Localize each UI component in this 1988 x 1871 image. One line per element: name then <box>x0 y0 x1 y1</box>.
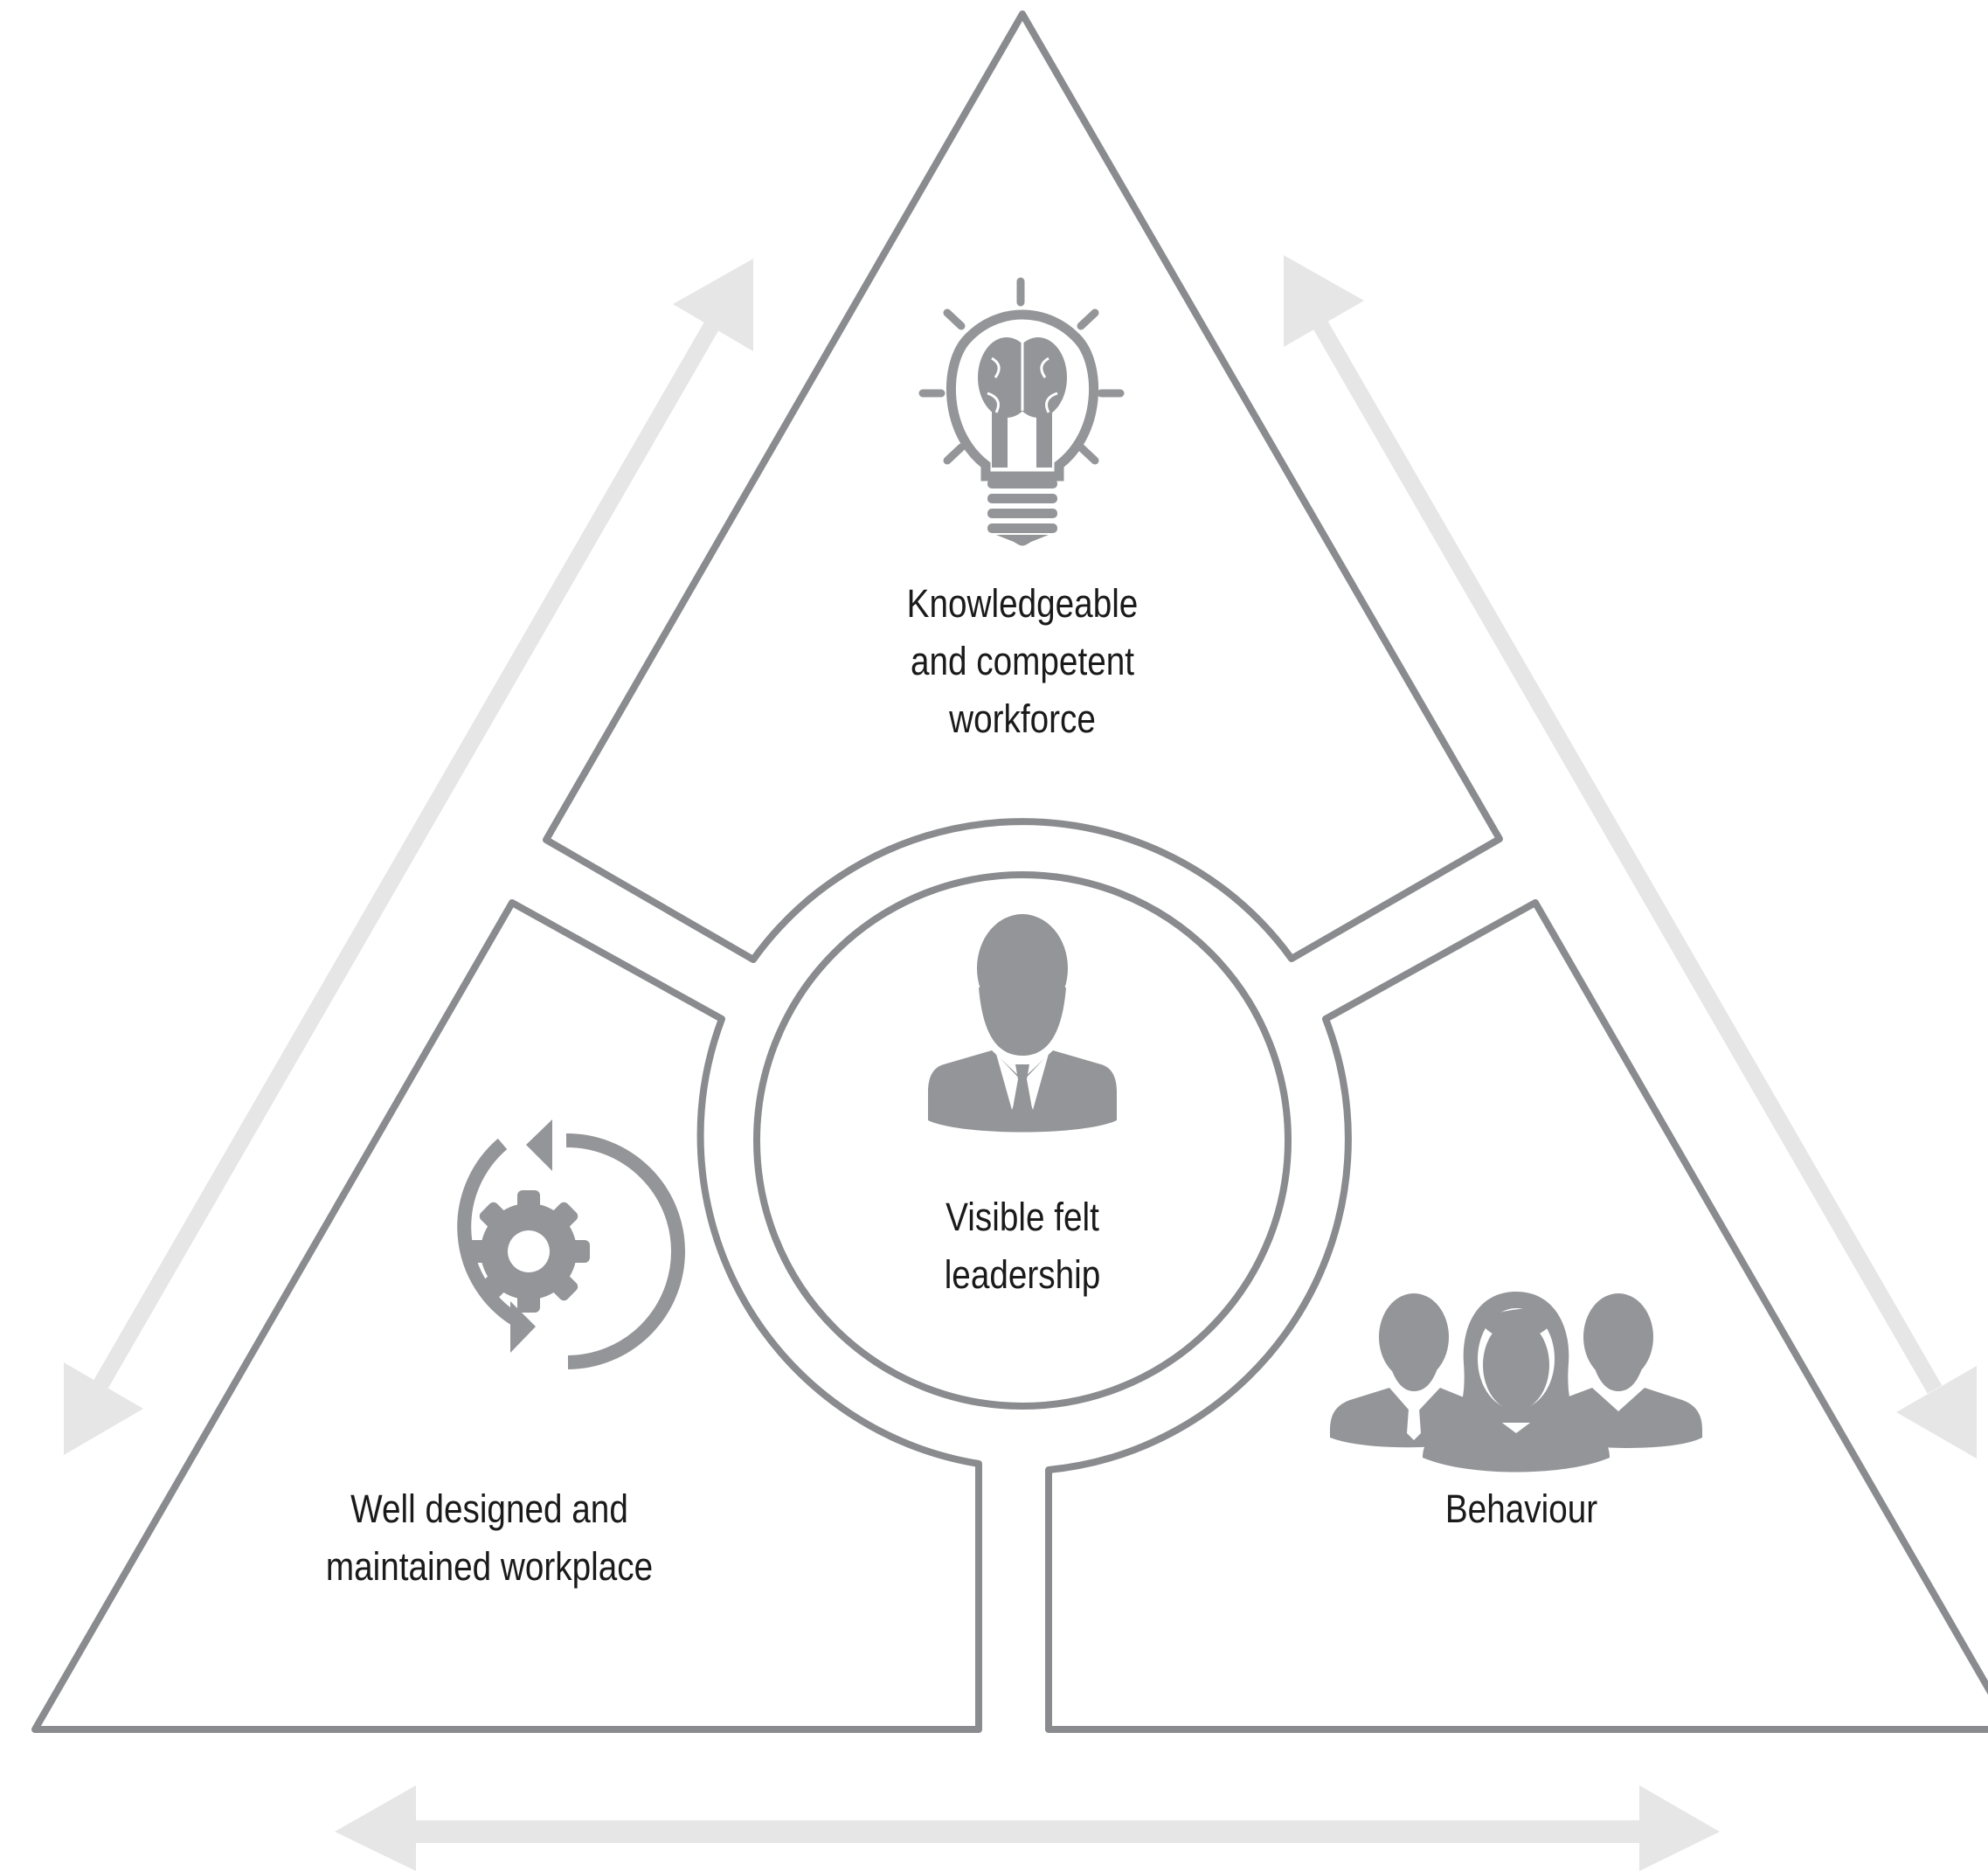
label-line: workforce <box>949 696 1096 741</box>
left-segment-outline <box>31 899 982 1733</box>
left-double-arrow <box>64 259 753 1455</box>
label-line: leadership <box>944 1252 1101 1297</box>
lightbulb-brain-icon <box>918 277 1125 546</box>
label-line: Knowledgeable <box>906 581 1139 626</box>
people-group-icon <box>1330 1292 1702 1473</box>
label-line: maintained workplace <box>325 1544 654 1589</box>
right-double-arrow <box>1284 255 1977 1459</box>
gear-shape <box>468 1190 590 1313</box>
businessman-icon <box>928 914 1117 1133</box>
label-behaviour: Behaviour <box>1371 1480 1672 1538</box>
label-well-designed-workplace: Well designed and maintained workplace <box>294 1480 684 1596</box>
center-circle <box>753 871 1292 1410</box>
label-visible-felt-leadership: Visible felt leadership <box>872 1188 1173 1304</box>
person-center <box>1423 1292 1610 1473</box>
cycle-arrows <box>64 255 1977 1871</box>
label-line: Visible felt <box>946 1195 1099 1239</box>
top-segment-outline <box>543 10 1503 963</box>
label-line: Behaviour <box>1444 1486 1598 1531</box>
person-right <box>1564 1293 1702 1448</box>
gear-cycle-icon <box>457 1119 685 1369</box>
bottom-double-arrow <box>335 1785 1720 1871</box>
triangle-segments <box>31 10 1988 1733</box>
label-line: and competent <box>910 639 1135 683</box>
label-line: Well designed and <box>350 1486 628 1531</box>
label-knowledgeable-workforce: Knowledgeable and competent workforce <box>872 575 1173 748</box>
right-segment-outline <box>1045 899 1988 1733</box>
